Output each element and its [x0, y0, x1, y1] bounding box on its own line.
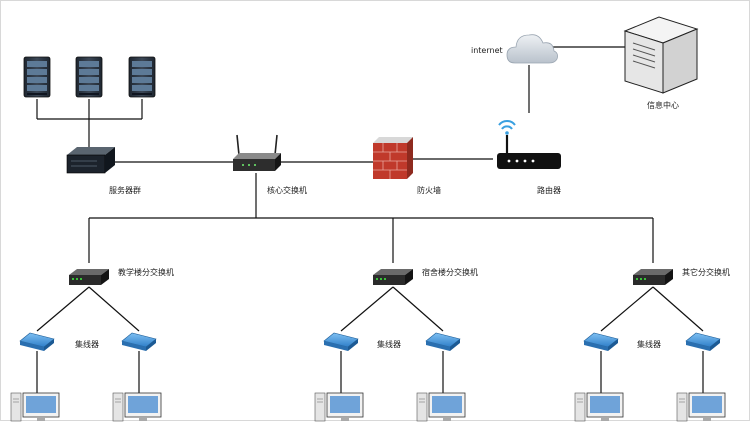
- computer-icon: [676, 392, 726, 422]
- hub-label: 集线器: [75, 340, 99, 349]
- core-switch-icon: [233, 134, 281, 171]
- dorm-switch-icon: [373, 269, 413, 285]
- other-switch-label: 其它分交换机: [682, 268, 730, 277]
- hub-icon: [121, 332, 157, 352]
- firewall-icon: [373, 137, 413, 179]
- hub-label: 集线器: [377, 340, 401, 349]
- computer-icon: [10, 392, 60, 422]
- server-rack-icon: [23, 56, 51, 98]
- hub-icon: [323, 332, 359, 352]
- computer-icon: [314, 392, 364, 422]
- connection-lines: [36, 46, 704, 393]
- hub-icon: [685, 332, 721, 352]
- internet-label: internet: [471, 46, 503, 55]
- cloud-icon: [506, 34, 558, 64]
- server-rack-icon: [75, 56, 103, 98]
- hub-label: 集线器: [637, 340, 661, 349]
- hub-icon: [19, 332, 55, 352]
- dorm-switch-label: 宿舍楼分交换机: [422, 268, 478, 277]
- info-center-server-icon: [623, 16, 699, 94]
- firewall-label: 防火墙: [417, 186, 441, 195]
- hub-icon: [425, 332, 461, 352]
- router-label: 路由器: [537, 186, 561, 195]
- teaching-switch-icon: [69, 269, 109, 285]
- server-group-icon: [66, 147, 115, 174]
- info-center-label: 信息中心: [647, 101, 679, 110]
- hub-icon: [583, 332, 619, 352]
- computer-icon: [574, 392, 624, 422]
- server-rack-icon: [128, 56, 156, 98]
- computer-icon: [416, 392, 466, 422]
- teaching-switch-label: 教学楼分交换机: [118, 268, 174, 277]
- server-group-label: 服务器群: [109, 186, 141, 195]
- computer-icon: [112, 392, 162, 422]
- core-switch-label: 核心交换机: [267, 186, 307, 195]
- router-icon: [497, 120, 561, 169]
- other-switch-icon: [633, 269, 673, 285]
